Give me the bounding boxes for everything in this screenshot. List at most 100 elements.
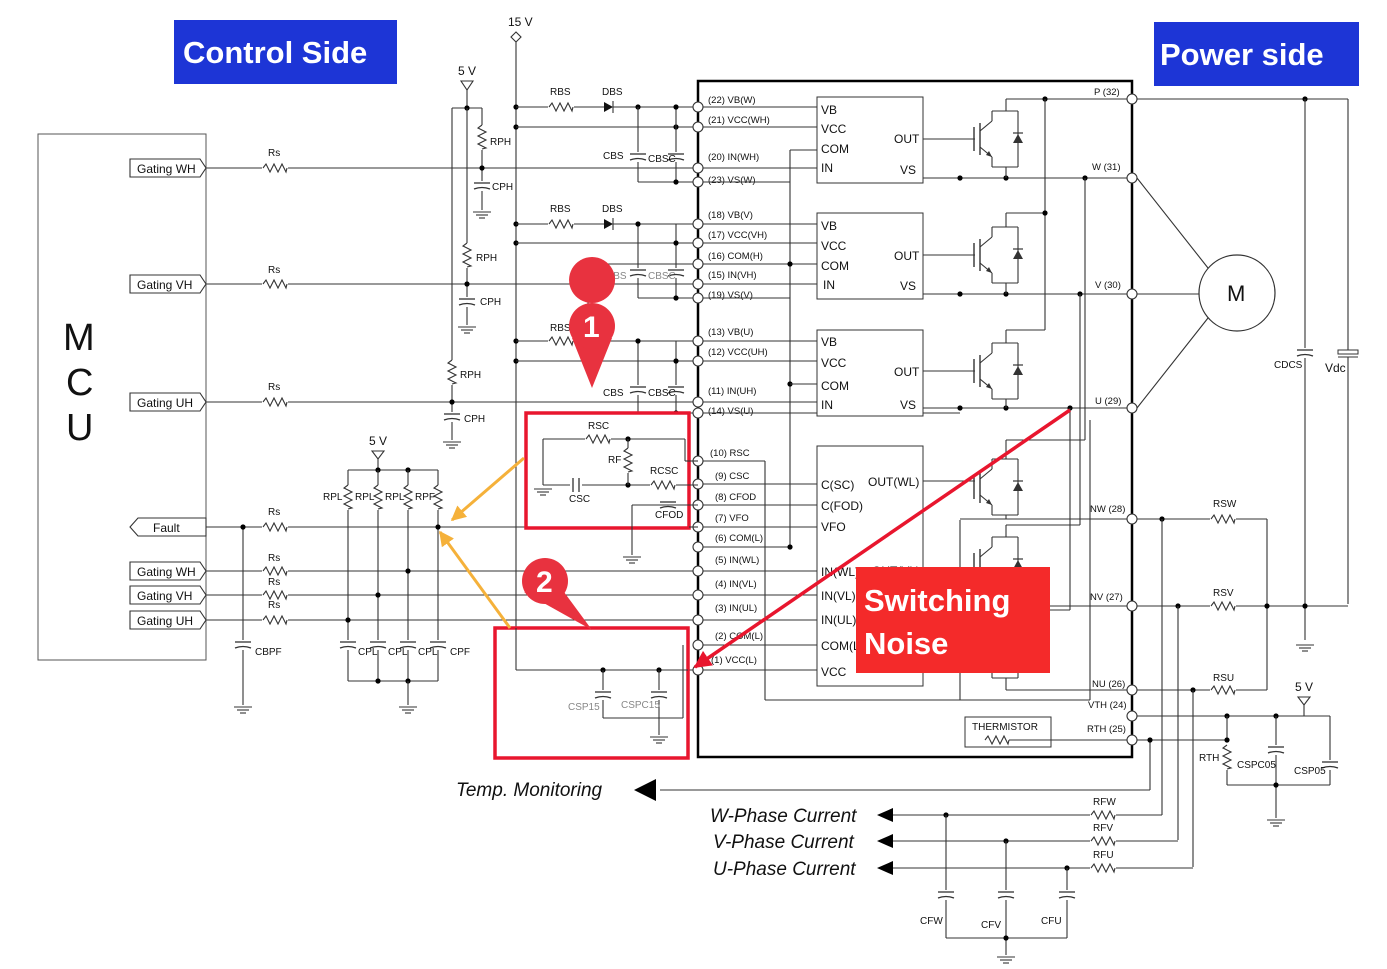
- ipm-internal-wires: [703, 106, 1090, 701]
- pin-16: (16) COM(H): [708, 251, 763, 262]
- cdcs-label: CDCS: [1274, 360, 1303, 371]
- pin-5: (5) IN(WL): [715, 555, 759, 566]
- pin-18: (18) VB(V): [708, 210, 753, 221]
- pin-8: (8) CFOD: [715, 492, 756, 503]
- gating-ul-label: Gating UH: [137, 614, 193, 628]
- cbsc-label-u: CBSC: [648, 388, 676, 399]
- pin-9: (9) CSC: [715, 471, 749, 482]
- drv-l-vfo: VFO: [821, 520, 846, 534]
- pin-10: (10) RSC: [710, 448, 750, 459]
- callout-1: 1: [569, 257, 616, 388]
- cspc15-label: CSPC15: [621, 700, 660, 711]
- pin-23: (23) VS(W): [708, 175, 756, 186]
- rpf-label: RPF: [415, 492, 435, 503]
- driver-low: C(SC) C(FOD) VFO IN(WL) IN(VL) IN(UL) CO…: [816, 445, 924, 687]
- rsu-label: RSU: [1213, 673, 1234, 684]
- mcu-label-u: U: [66, 407, 93, 449]
- drv-l-outwl: OUT(WL): [868, 475, 919, 489]
- drv-u-vcc: VCC: [821, 356, 847, 370]
- pin-30: V (30): [1095, 280, 1121, 291]
- cph-label-2: CPH: [480, 297, 501, 308]
- rfu-label: RFU: [1093, 850, 1114, 861]
- rfv-label: RFV: [1093, 823, 1113, 834]
- pin-7: (7) VFO: [715, 513, 749, 524]
- callout-2: 2: [522, 558, 592, 630]
- drv-u-vb: VB: [821, 335, 837, 349]
- pin-29: U (29): [1095, 396, 1121, 407]
- rsv-label: RSV: [1213, 588, 1234, 599]
- rth-label: RTH: [1199, 753, 1219, 764]
- cpl-label-3: CPL: [418, 647, 438, 658]
- rs-label-1: Rs: [268, 148, 280, 159]
- drv-l-vcc: VCC: [821, 665, 847, 679]
- input-filters: 5 V RPH CPH RPH CPH RPH CPH: [442, 64, 513, 449]
- gating-vl-label: Gating VH: [137, 589, 192, 603]
- pin-24: VTH (24): [1088, 700, 1127, 711]
- gating-tags: Gating WH Gating VH Gating UH Fault Gati…: [129, 158, 207, 630]
- cfu-label: CFU: [1041, 916, 1062, 927]
- cpl-label-2: CPL: [388, 647, 408, 658]
- pin-4: (4) IN(VL): [715, 579, 757, 590]
- rbs-label-u: RBS: [550, 323, 571, 334]
- pin-22: (22) VB(W): [708, 95, 756, 106]
- pin-26: NU (26): [1092, 679, 1125, 690]
- dbs-label-v: DBS: [602, 204, 623, 215]
- cbs-label-v: CBS: [606, 271, 627, 282]
- noise-coupling-arrows: [438, 456, 525, 629]
- pin-3: (3) IN(UL): [715, 603, 757, 614]
- vdc-label: Vdc: [1325, 361, 1346, 375]
- drv-u-vs: VS: [900, 398, 916, 412]
- cbpf-label: CBPF: [255, 647, 282, 658]
- motor-and-dc: CDCS Vdc M RSW RSV RSU 5 V CSP05 CSPC05 …: [1136, 96, 1359, 867]
- rph-label-3: RPH: [460, 370, 481, 381]
- driver-u-high: VB VCC COM IN OUT VS: [816, 329, 924, 417]
- pin-14: (14) VS(U): [708, 406, 753, 417]
- rs-label-6: Rs: [268, 577, 280, 588]
- rsc-label: RSC: [588, 421, 609, 432]
- drv-l-com: COM(L): [821, 639, 864, 653]
- ipm-module: [696, 79, 1134, 759]
- pin-25: RTH (25): [1087, 724, 1126, 735]
- w-current-label: W-Phase Current: [710, 806, 857, 827]
- sc-filter-box: RSC CSC RCSC RF CFOD: [524, 411, 698, 564]
- cph-label-1: CPH: [492, 182, 513, 193]
- v-current-label: V-Phase Current: [713, 832, 855, 853]
- v5-right-label: 5 V: [1295, 680, 1313, 694]
- cph-label-3: CPH: [464, 414, 485, 425]
- drv-l-csc: C(SC): [821, 478, 854, 492]
- drv-v-vcc: VCC: [821, 239, 847, 253]
- control-side-header: Control Side: [174, 20, 397, 84]
- rsw-label: RSW: [1213, 499, 1237, 510]
- drv-v-out: OUT: [894, 249, 920, 263]
- cpf-label: CPF: [450, 647, 470, 658]
- driver-w-high: VB VCC COM IN OUT VS: [816, 96, 924, 184]
- power-side-title: Power side: [1160, 37, 1324, 72]
- cbsc-label-w: CBSC: [648, 154, 676, 165]
- rs-label-2: Rs: [268, 265, 280, 276]
- vcc-filter-box: CSP15 CSPC15: [493, 626, 690, 760]
- drv-w-com: COM: [821, 142, 849, 156]
- cfv-label: CFV: [981, 920, 1001, 931]
- switching-noise-arrow: [693, 408, 1071, 669]
- cbs-label-w: CBS: [603, 151, 624, 162]
- pin-28: NW (28): [1090, 504, 1125, 515]
- rpl-label-1: RPL: [323, 492, 343, 503]
- current-outputs: Temp. Monitoring RFW W-Phase Current RFV…: [456, 779, 1193, 964]
- callout-1-number: 1: [583, 311, 600, 344]
- rcsc-label: RCSC: [650, 466, 678, 477]
- pin-20: (20) IN(WH): [708, 152, 759, 163]
- drv-v-com: COM: [821, 259, 849, 273]
- pin-15: (15) IN(VH): [708, 270, 757, 281]
- drv-w-in: IN: [821, 161, 833, 175]
- drv-l-invl: IN(VL): [821, 589, 856, 603]
- csp05-label: CSP05: [1294, 766, 1326, 777]
- rpl-label-3: RPL: [385, 492, 405, 503]
- dbs-label-w: DBS: [602, 87, 623, 98]
- pin-11: (11) IN(UH): [708, 386, 756, 397]
- rs-label-3: Rs: [268, 382, 280, 393]
- rs-label-4: Rs: [268, 507, 280, 518]
- cfod-label: CFOD: [655, 510, 683, 521]
- cbs-label-u: CBS: [603, 388, 624, 399]
- mcu-label-m: M: [63, 317, 95, 359]
